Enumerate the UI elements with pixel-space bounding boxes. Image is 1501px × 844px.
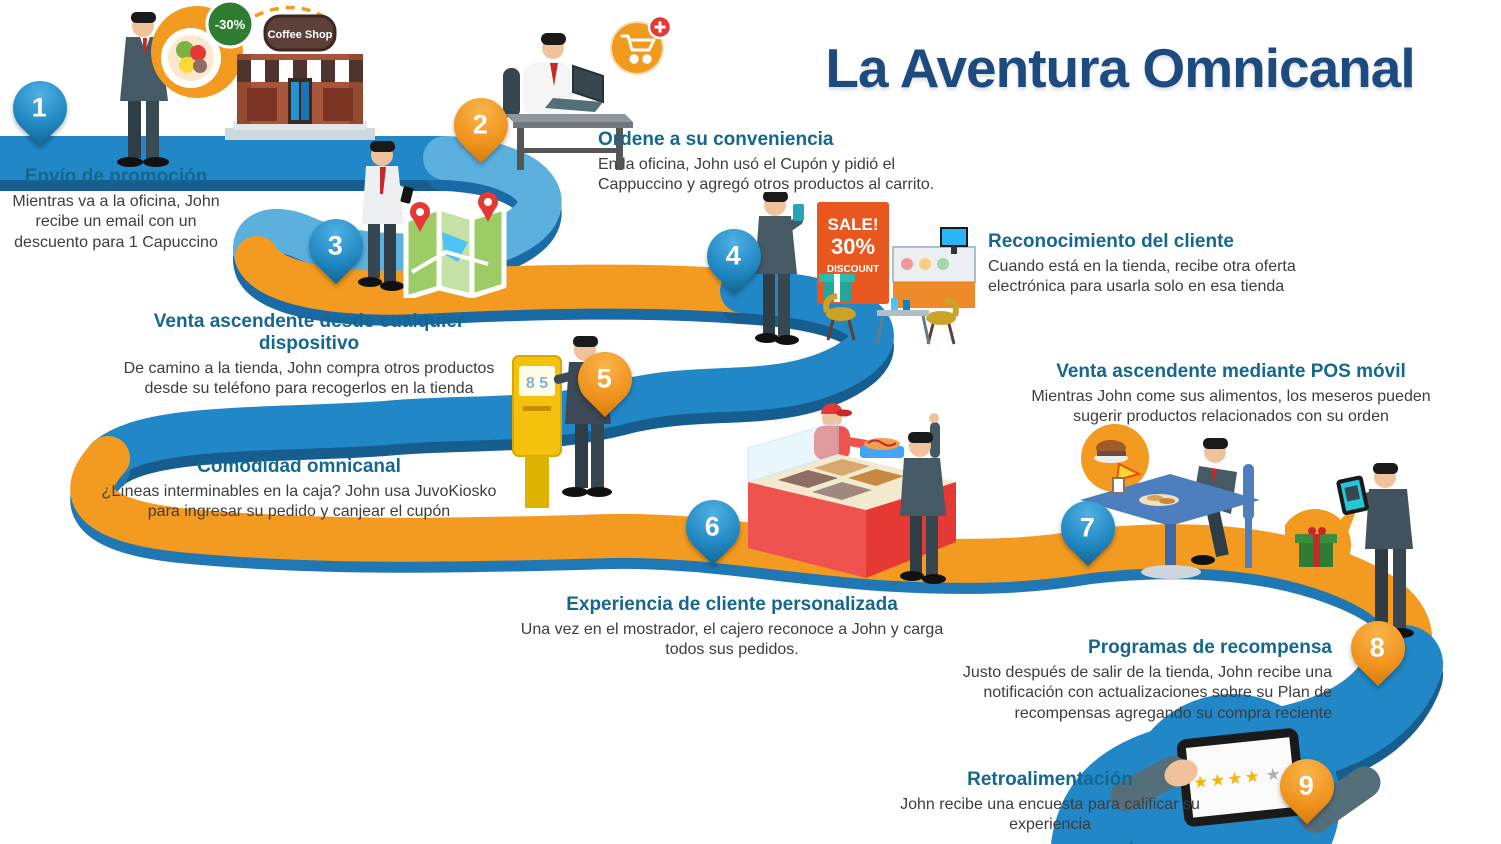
coffee-shop-illustration: Coffee Shop: [225, 14, 375, 140]
shop-window-icon: [323, 88, 353, 121]
food-thought-bubble: [1081, 424, 1155, 504]
kiosk-display-label: 8 5: [526, 375, 548, 392]
chair-icon: [823, 293, 856, 341]
page-title: La Aventura Omnicanal: [825, 37, 1415, 99]
tablet-user-person: [1336, 463, 1414, 638]
feedback-survey-illustration: ★★★★ ★: [1110, 728, 1381, 833]
map-icon: [403, 192, 507, 298]
discount-badge-label: -30%: [215, 17, 246, 32]
tablet-icon: [1336, 475, 1369, 515]
promo-bubble: -30%: [151, 0, 255, 98]
shop-window-icon: [247, 88, 277, 121]
customer-person: [900, 413, 946, 584]
step-6-description: Una vez en el mostrador, el cajero recon…: [520, 621, 944, 659]
food-tray-icon: [860, 438, 904, 458]
table-icon: [877, 310, 929, 316]
step-7-text: Venta ascendente mediante POS móvil Mien…: [1015, 361, 1447, 428]
pos-screen-icon: [940, 227, 968, 247]
food-counter-illustration: [747, 403, 956, 584]
step-6-text: Experiencia de cliente personalizada Una…: [518, 594, 946, 661]
step-4-description: Cuando está en la tienda, recibe otra of…: [988, 258, 1296, 296]
step-3-title: Venta ascendente desde cualquier disposi…: [153, 311, 465, 354]
location-pin-icon: [410, 202, 430, 232]
laptop-icon: [572, 64, 604, 104]
dining-pos-illustration: [1080, 424, 1260, 579]
smartphone-icon: [793, 204, 804, 221]
step-5-title: Comodidad omnicanal: [197, 456, 401, 477]
chair-icon: [926, 297, 959, 345]
step-2-title: Ordene a su conveniencia: [598, 129, 834, 150]
glass-guard-icon: [747, 420, 839, 484]
step-9-description: John recibe una encuesta para calificar …: [900, 796, 1200, 834]
step-2-description: En la oficina, John usó el Cupón y pidió…: [598, 156, 935, 194]
sale-poster-line3: DISCOUNT: [827, 264, 879, 275]
step-2-text: Ordene a su conveniencia En la oficina, …: [598, 129, 950, 196]
coffee-shop-sign-label: Coffee Shop: [268, 29, 333, 41]
left-hand-icon: [1110, 755, 1198, 812]
step-4-text: Reconocimiento del cliente Cuando está e…: [988, 231, 1318, 298]
step-1-text: Envío de promoción Mientras va a la ofic…: [0, 166, 232, 253]
chair-icon: [1243, 464, 1254, 568]
rewards-illustration: [1285, 463, 1414, 638]
cashier-person: [814, 403, 878, 460]
rating-star-empty: ★: [1265, 764, 1282, 784]
cart-icon: [620, 34, 656, 64]
sale-poster-line2: 30%: [831, 234, 875, 259]
kiosk-machine-icon: 8 5: [512, 355, 562, 508]
step-9-text: Retroalimentación John recibe una encues…: [900, 769, 1200, 836]
sale-poster: SALE! 30% DISCOUNT: [817, 202, 889, 304]
step-5-text: Comodidad omnicanal ¿Líneas interminable…: [100, 456, 498, 523]
step-9-title: Retroalimentación: [967, 769, 1133, 790]
smartphone-icon: [400, 186, 414, 204]
gift-bubble: [1285, 503, 1359, 581]
step-3-description: De camino a la tienda, John compra otros…: [123, 360, 495, 398]
step-5-description: ¿Líneas interminables en la caja? John u…: [101, 483, 497, 521]
discount-badge: [205, 0, 255, 49]
step-8-title: Programas de recompensa: [1088, 637, 1332, 658]
step-7-title: Venta ascendente mediante POS móvil: [1056, 361, 1406, 382]
coffee-shop-sign: [263, 14, 337, 52]
location-pin-icon: [478, 192, 498, 222]
gift-box-icon: [1295, 527, 1337, 567]
awning-icon: [237, 60, 363, 82]
add-to-cart-icon: [610, 14, 673, 75]
mobile-shopping-illustration: [358, 141, 507, 298]
step-4-title: Reconocimiento del cliente: [988, 231, 1234, 252]
step-7-description: Mientras John come sus alimentos, los me…: [1031, 388, 1431, 426]
step-6-title: Experiencia de cliente personalizada: [566, 594, 898, 615]
step-8-description: Justo después de salir de la tienda, Joh…: [962, 664, 1332, 722]
step-8-text: Programas de recompensa Justo después de…: [962, 637, 1332, 724]
step-3-text: Venta ascendente desde cualquier disposi…: [110, 311, 508, 400]
step-1-title: Envío de promoción: [24, 166, 208, 187]
step-1-description: Mientras va a la oficina, John recibe un…: [12, 193, 220, 251]
store-recognition-illustration: SALE! 30% DISCOUNT: [755, 192, 976, 345]
sale-poster-line1: SALE!: [828, 215, 879, 234]
pizza-icon: [1115, 462, 1142, 482]
coffee-cup-icon: [1112, 477, 1125, 494]
office-desk-illustration: [503, 33, 633, 170]
